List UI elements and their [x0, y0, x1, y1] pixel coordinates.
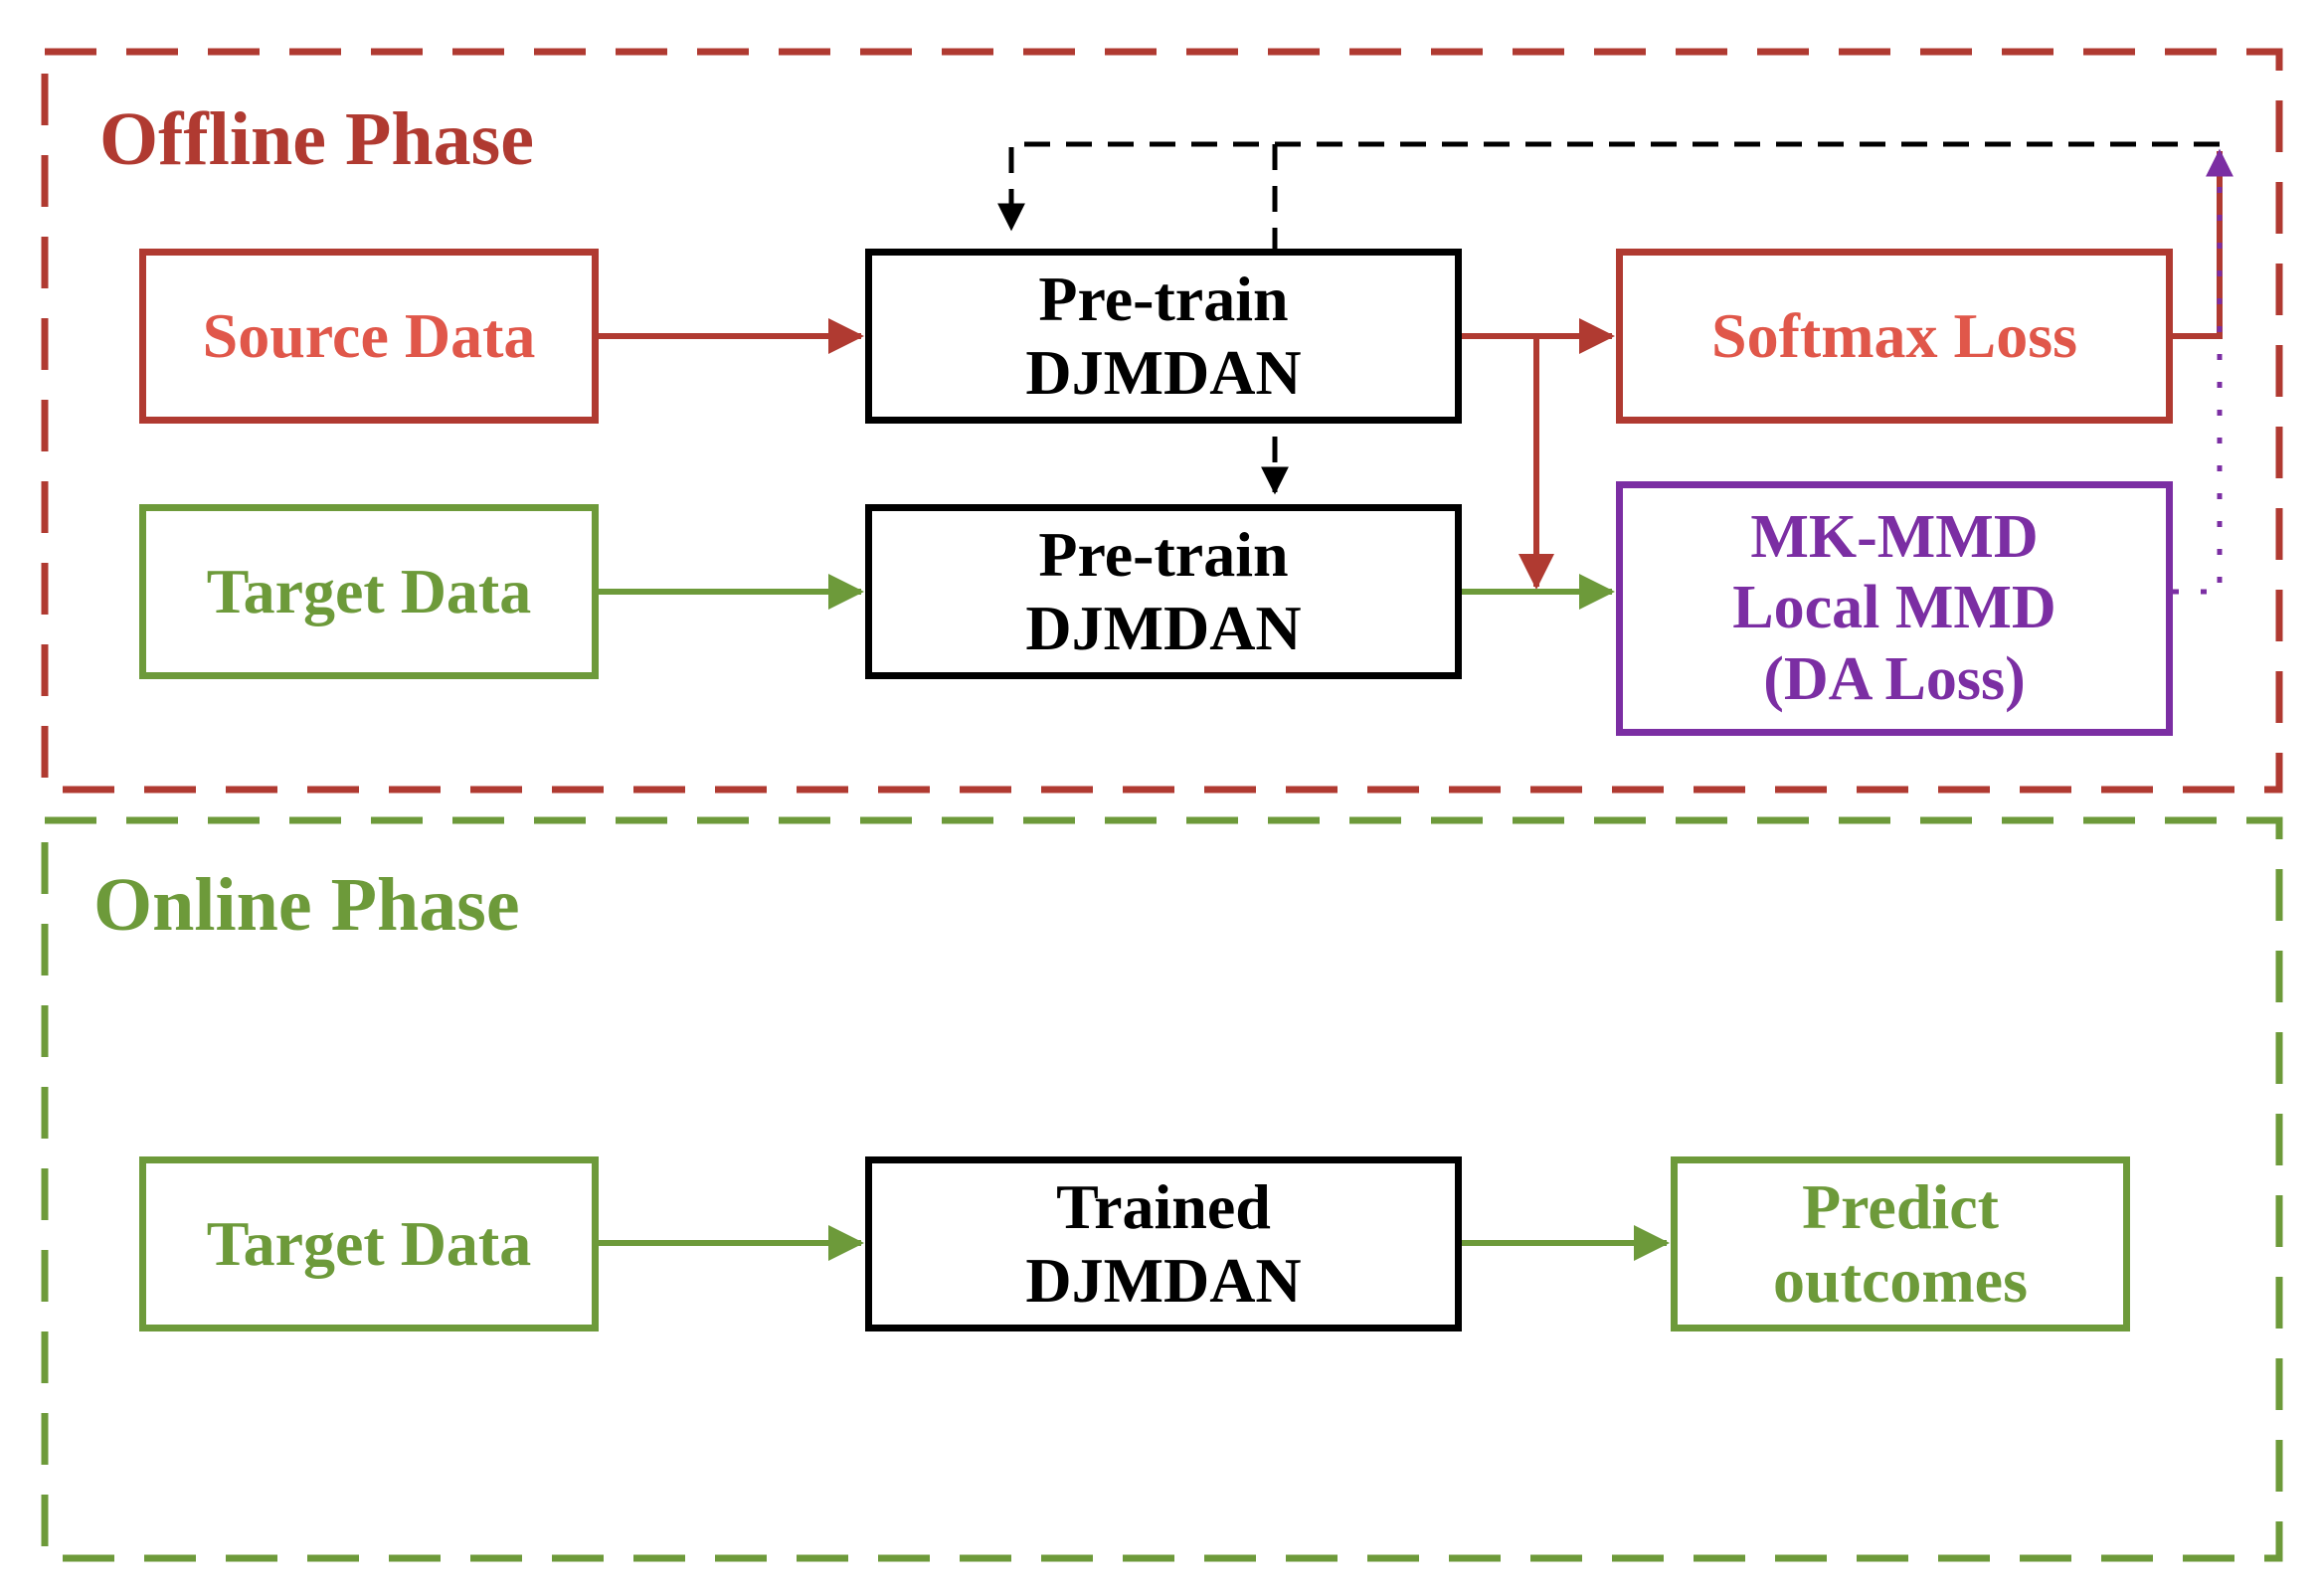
pretrain-djmdan-bottom-box: Pre-train DJMDAN — [865, 504, 1462, 679]
trained-djmdan-box: Trained DJMDAN — [865, 1156, 1462, 1331]
softmax-loss-box: Softmax Loss — [1616, 249, 2173, 424]
predict-outcomes-box: Predict outcomes — [1671, 1156, 2130, 1331]
trained-line1: Trained — [1056, 1171, 1271, 1243]
feedback-loop-line — [997, 141, 2220, 232]
softmax-loss-label: Softmax Loss — [1710, 300, 2078, 372]
da-loss-line3: (DA Loss) — [1763, 644, 2026, 713]
predict-line2: outcomes — [1773, 1245, 2028, 1316]
offline-target-data-box: Target Data — [139, 504, 599, 679]
online-target-data-box: Target Data — [139, 1156, 599, 1331]
online-phase-title: Online Phase — [93, 863, 520, 947]
da-loss-line1: MK-MMD — [1750, 503, 2039, 572]
pretrain-djmdan-top-box: Pre-train DJMDAN — [865, 249, 1462, 424]
da-loss-line2: Local MMD — [1732, 574, 2056, 642]
pretrain-bottom-line2: DJMDAN — [1025, 593, 1302, 663]
da-loss-feedback-line — [2173, 148, 2233, 595]
pretrain-top-line1: Pre-train — [1038, 264, 1289, 335]
offline-phase-title: Offline Phase — [99, 97, 534, 181]
offline-target-data-label: Target Data — [206, 556, 532, 627]
online-target-data-label: Target Data — [206, 1208, 532, 1280]
predict-line1: Predict — [1802, 1171, 1999, 1243]
pretrain-top-line2: DJMDAN — [1025, 337, 1302, 408]
source-data-box: Source Data — [139, 249, 599, 424]
trained-line2: DJMDAN — [1025, 1245, 1302, 1316]
softmax-feedback-line — [2173, 151, 2223, 339]
offline-phase-frame — [41, 48, 2283, 794]
da-loss-box: MK-MMD Local MMD (DA Loss) — [1616, 481, 2173, 736]
source-data-label: Source Data — [202, 300, 536, 372]
online-phase-frame — [41, 816, 2283, 1562]
pretrain-bottom-line1: Pre-train — [1038, 519, 1289, 591]
